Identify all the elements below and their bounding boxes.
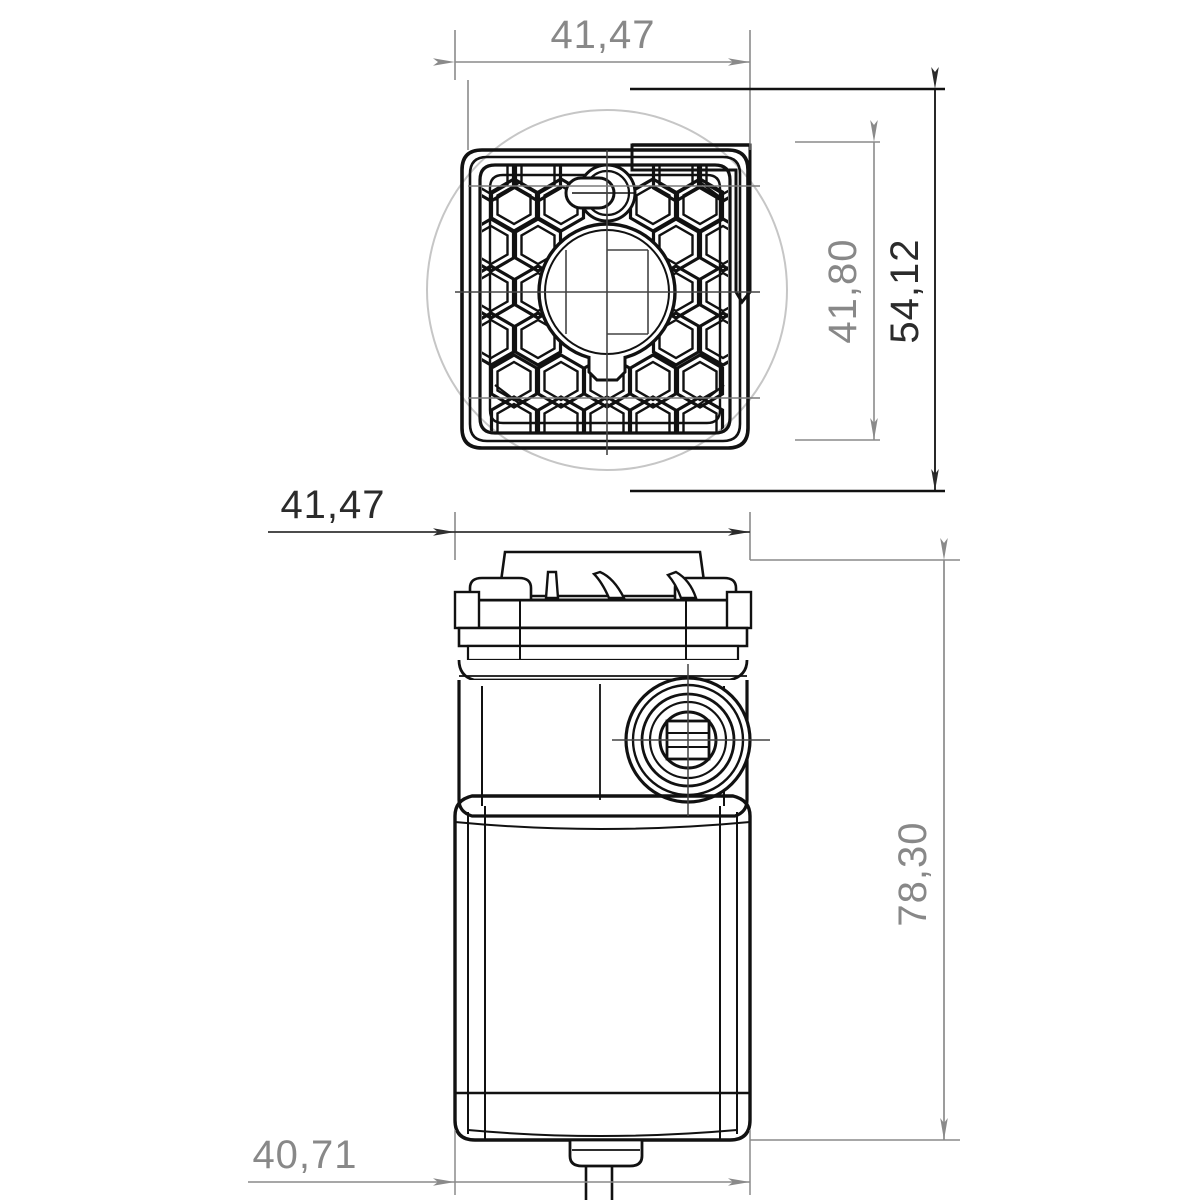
centerlines-front-view [612,664,770,816]
cap-collar [457,600,749,662]
reference-line-top [630,87,945,493]
dimension-front-width: 41,47 [268,483,751,560]
dimension-label-front-base-width: 40,71 [252,1133,357,1177]
dimension-label-top-width: 41,47 [550,13,655,57]
dimension-top-inner-height: 41,80 [795,120,880,441]
dimension-label-top-inner-height: 41,80 [821,238,865,343]
top-view [426,80,788,471]
centerlines-top-view [455,150,760,455]
dimension-label-front-height: 78,30 [891,821,935,926]
dimension-label-top-outer-height: 54,12 [883,238,927,343]
cap-latch-body [453,570,753,630]
lower-body [453,794,752,1142]
dimension-label-front-width: 41,47 [280,483,385,527]
front-view [453,550,770,1200]
dimension-top-outer-height: 54,12 [883,67,939,491]
grille-shell [460,148,750,450]
dimension-front-height: 78,30 [750,538,960,1141]
extension-lines-top-view [467,80,760,399]
dimension-front-base-width: 40,71 [248,1130,751,1195]
dimension-top-width: 41,47 [433,13,751,80]
honeycomb-lattice [482,166,728,432]
oval-vent [564,163,637,223]
cable-outlet [568,1138,644,1200]
construction-circle [426,109,788,471]
